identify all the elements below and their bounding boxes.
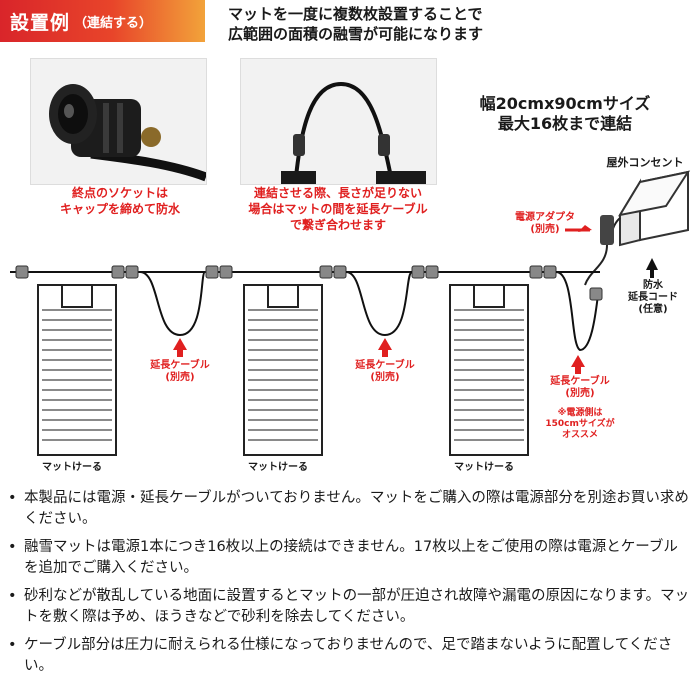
headline: マットを一度に複数枚設置することで 広範囲の面積の融雪が可能になります [228, 4, 698, 44]
adapter-label-line-1: 電源アダプタ [505, 212, 585, 224]
bullet-icon: • [8, 537, 24, 579]
note-text-2: 融雪マットは電源1本につき16枚以上の接続はできません。17枚以上をご使用の際は… [24, 537, 692, 579]
bullet-icon: • [8, 635, 24, 677]
socket-illustration [31, 59, 206, 184]
note-item: • 本製品には電源・延長ケーブルがついておりません。マットをご購入の際は電源部分… [8, 488, 692, 530]
mat-label-2: マットけーる [248, 458, 308, 473]
cable-label-1-line-2: (別売) [135, 372, 225, 384]
mat-2 [244, 285, 322, 455]
cable-label-3-line-1: 延長ケーブル [540, 376, 620, 388]
headline-line-2: 広範囲の面積の融雪が可能になります [228, 24, 698, 44]
spec-note: 幅20cmx90cmサイズ 最大16枚まで連結 [440, 94, 690, 134]
cord-label-line-2: 延長コード [618, 292, 688, 304]
spec-line-1: 幅20cmx90cmサイズ [440, 94, 690, 114]
outlet-label: 屋外コンセント [600, 157, 690, 169]
cable-label-1: 延長ケーブル (別売) [135, 360, 225, 384]
cable-label-3-line-2: (別売) [540, 388, 620, 400]
note-text-3: 砂利などが散乱している地面に設置するとマットの一部が圧迫され故障や漏電の原因にな… [24, 586, 692, 628]
recommend-note: ※電源側は 150cmサイズが オススメ [545, 408, 615, 441]
socket-photo [30, 58, 207, 185]
adapter-label: 電源アダプタ (別売) [505, 212, 585, 236]
bullet-icon: • [8, 586, 24, 628]
cable-label-2-line-1: 延長ケーブル [340, 360, 430, 372]
recommend-line-1: ※電源側は [545, 408, 615, 419]
cable-label-2: 延長ケーブル (別売) [340, 360, 430, 384]
notes-list: • 本製品には電源・延長ケーブルがついておりません。マットをご購入の際は電源部分… [8, 488, 692, 684]
note-item: • 融雪マットは電源1本につき16枚以上の接続はできません。17枚以上をご使用の… [8, 537, 692, 579]
badge-subtitle: （連結する） [74, 12, 152, 31]
cable-label-2-line-2: (別売) [340, 372, 430, 384]
power-adapter-icon [600, 215, 614, 245]
recommend-line-2: 150cmサイズが [545, 419, 615, 430]
cable-label-1-line-1: 延長ケーブル [135, 360, 225, 372]
headline-line-1: マットを一度に複数枚設置することで [228, 4, 698, 24]
recommend-line-3: オススメ [545, 430, 615, 441]
note-item: • ケーブル部分は圧力に耐えられる仕様になっておりませんので、足で踏まないように… [8, 635, 692, 677]
mat-1 [38, 285, 116, 455]
connection-photo [240, 58, 437, 185]
cord-label-line-1: 防水 [618, 280, 688, 292]
mat-label-3: マットけーる [454, 458, 514, 473]
cable-label-3: 延長ケーブル (別売) [540, 376, 620, 400]
header-badge: 設置例 （連結する） [0, 0, 205, 42]
spec-line-2: 最大16枚まで連結 [440, 114, 690, 134]
mat-label-1: マットけーる [42, 458, 102, 473]
note-item: • 砂利などが散乱している地面に設置するとマットの一部が圧迫され故障や漏電の原因… [8, 586, 692, 628]
note-text-4: ケーブル部分は圧力に耐えられる仕様になっておりませんので、足で踏まないように配置… [24, 635, 692, 677]
badge-title: 設置例 [10, 8, 70, 35]
connection-illustration [241, 59, 436, 184]
outdoor-outlet-icon [620, 172, 688, 245]
mat-3 [450, 285, 528, 455]
bullet-icon: • [8, 488, 24, 530]
cord-label: 防水 延長コード (任意) [618, 280, 688, 316]
note-text-1: 本製品には電源・延長ケーブルがついておりません。マットをご購入の際は電源部分を別… [24, 488, 692, 530]
adapter-label-line-2: (別売) [505, 224, 585, 236]
cord-label-line-3: (任意) [618, 304, 688, 316]
